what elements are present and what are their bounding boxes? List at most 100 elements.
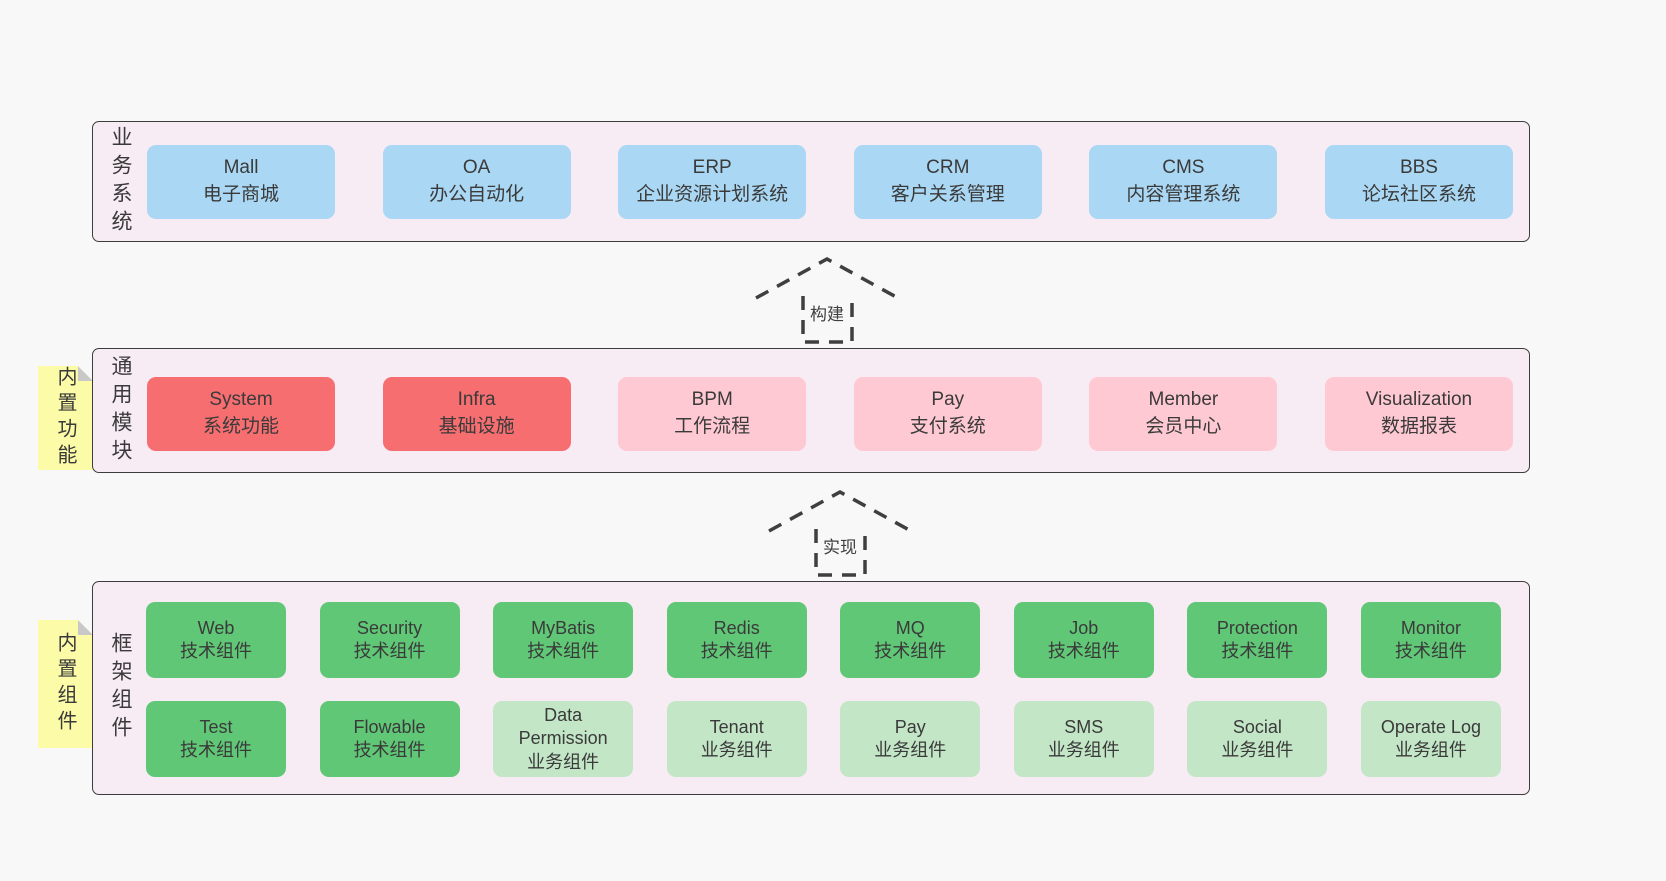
component-box-sms: SMS 业务组件: [1013, 701, 1154, 777]
box-name: Pay: [931, 389, 965, 411]
component-box-monitor: Monitor 技术组件: [1360, 602, 1501, 678]
business-box-oa: OA 办公自动化: [382, 145, 571, 219]
common-modules-side-label: 通用模块: [109, 354, 132, 467]
component-box-security: Security 技术组件: [319, 602, 460, 678]
framework-components-panel: 框架组件 Web 技术组件 Security 技术组件 MyBatis 技术组件…: [92, 581, 1530, 795]
box-desc: 技术组件: [1047, 641, 1120, 661]
business-systems-panel: 业务系统 Mall 电子商城 OA 办公自动化 ERP 企业资源计划系统 CRM…: [92, 121, 1530, 242]
business-box-bbs: BBS 论坛社区系统: [1324, 145, 1513, 219]
box-desc: 业务组件: [874, 740, 947, 760]
built-in-features-sticky-label: 内置功能: [54, 366, 76, 470]
implement-arrow-label: 实现: [818, 531, 862, 560]
box-name: Flowable: [353, 716, 426, 737]
common-modules-panel: 通用模块 System 系统功能 Infra 基础设施 BPM 工作流程 Pay…: [92, 348, 1530, 473]
box-desc: 技术组件: [353, 641, 426, 661]
box-name: Operate Log: [1380, 716, 1481, 737]
box-name: Tenant: [709, 716, 764, 737]
box-desc: 技术组件: [180, 740, 252, 760]
framework-components-side-label: 框架组件: [109, 632, 132, 744]
module-box-bpm: BPM 工作流程: [618, 377, 807, 451]
box-desc: 技术组件: [1394, 641, 1467, 661]
box-name: Security: [357, 617, 423, 638]
box-desc: 企业资源计划系统: [636, 184, 789, 205]
box-name: CRM: [926, 157, 970, 179]
box-name: System: [209, 389, 273, 411]
component-box-job: Job 技术组件: [1013, 602, 1154, 678]
box-desc: 客户关系管理: [890, 184, 1005, 205]
box-desc: 业务组件: [527, 751, 600, 772]
build-arrow-label: 构建: [805, 298, 849, 327]
framework-components-row-1: Web 技术组件 Security 技术组件 MyBatis 技术组件 Redi…: [146, 602, 1501, 678]
built-in-components-sticky-note: 内置组件: [38, 620, 93, 748]
box-desc: 内容管理系统: [1126, 184, 1241, 205]
box-desc: 论坛社区系统: [1361, 184, 1476, 205]
box-desc: 办公自动化: [429, 184, 525, 205]
box-name: Monitor: [1400, 617, 1461, 638]
box-name: Social: [1232, 716, 1282, 737]
module-box-pay: Pay 支付系统: [853, 377, 1042, 451]
box-name: Data Permission: [518, 704, 608, 749]
built-in-features-sticky-note: 内置功能: [38, 366, 93, 470]
component-box-social: Social 业务组件: [1187, 701, 1328, 777]
component-box-operate-log: Operate Log 业务组件: [1360, 701, 1501, 777]
box-name: Test: [199, 716, 233, 737]
box-name: BBS: [1399, 157, 1438, 179]
component-box-flowable: Flowable 技术组件: [319, 701, 460, 777]
box-desc: 系统功能: [202, 416, 279, 437]
business-box-mall: Mall 电子商城: [147, 145, 335, 219]
box-name: BPM: [691, 389, 733, 411]
box-desc: 数据报表: [1380, 416, 1457, 437]
dashed-up-arrow-icon: [768, 490, 912, 577]
build-arrow: 构建: [752, 254, 902, 346]
box-name: ERP: [692, 157, 732, 179]
box-desc: 电子商城: [202, 184, 279, 205]
box-desc: 技术组件: [353, 740, 426, 760]
box-name: SMS: [1064, 716, 1104, 737]
box-name: Job: [1069, 617, 1099, 638]
component-box-redis: Redis 技术组件: [666, 602, 807, 678]
box-name: Infra: [457, 389, 496, 411]
box-desc: 支付系统: [909, 416, 986, 437]
component-box-mybatis: MyBatis 技术组件: [493, 602, 634, 678]
business-systems-row: Mall 电子商城 OA 办公自动化 ERP 企业资源计划系统 CRM 客户关系…: [147, 145, 1513, 219]
box-desc: 技术组件: [527, 641, 600, 661]
framework-components-row-2: Test 技术组件 Flowable 技术组件 Data Permission …: [146, 701, 1501, 777]
built-in-components-sticky-label: 内置组件: [54, 632, 76, 736]
box-name: Redis: [713, 617, 760, 638]
box-desc: 业务组件: [1047, 740, 1120, 760]
module-box-infra: Infra 基础设施: [382, 377, 571, 451]
box-name: Mall: [223, 157, 259, 179]
box-desc: 技术组件: [700, 641, 773, 661]
box-name: Member: [1148, 389, 1219, 411]
component-box-mq: MQ 技术组件: [840, 602, 981, 678]
component-box-test: Test 技术组件: [146, 701, 286, 777]
business-box-crm: CRM 客户关系管理: [853, 145, 1042, 219]
box-desc: 技术组件: [1221, 641, 1294, 661]
box-name: Visualization: [1365, 389, 1473, 411]
component-box-web: Web 技术组件: [146, 602, 286, 678]
business-box-cms: CMS 内容管理系统: [1089, 145, 1278, 219]
component-box-data-permission: Data Permission 业务组件: [493, 701, 634, 777]
box-desc: 会员中心: [1145, 416, 1222, 437]
box-name: MQ: [895, 617, 925, 638]
business-systems-side-label: 业务系统: [109, 125, 132, 238]
module-box-visualization: Visualization 数据报表: [1324, 377, 1513, 451]
implement-arrow: 实现: [765, 487, 915, 579]
business-box-erp: ERP 企业资源计划系统: [618, 145, 807, 219]
box-desc: 业务组件: [1221, 740, 1294, 760]
box-desc: 技术组件: [874, 641, 947, 661]
box-name: Protection: [1216, 617, 1298, 638]
module-box-system: System 系统功能: [147, 377, 335, 451]
component-box-pay: Pay 业务组件: [840, 701, 981, 777]
box-name: Pay: [894, 716, 926, 737]
dashed-up-arrow-icon: [755, 257, 899, 344]
box-name: Web: [197, 617, 235, 638]
box-name: MyBatis: [531, 617, 596, 638]
box-desc: 工作流程: [674, 416, 751, 437]
module-box-member: Member 会员中心: [1089, 377, 1278, 451]
box-desc: 基础设施: [438, 416, 515, 437]
component-box-tenant: Tenant 业务组件: [666, 701, 807, 777]
box-name: OA: [462, 157, 491, 179]
box-desc: 业务组件: [1394, 740, 1467, 760]
